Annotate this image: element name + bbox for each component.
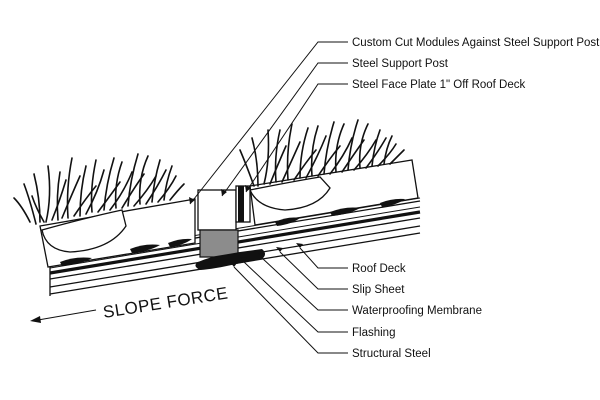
label-flashing: Flashing bbox=[352, 327, 395, 339]
grass-left bbox=[13, 153, 185, 225]
label-roof-deck: Roof Deck bbox=[352, 263, 406, 275]
module-tray-left bbox=[39, 198, 196, 268]
slope-force-arrow bbox=[30, 309, 97, 323]
soil-bowl-left bbox=[41, 209, 127, 253]
flashing-blob bbox=[195, 249, 265, 270]
label-custom-cut-modules: Custom Cut Modules Against Steel Support… bbox=[352, 37, 600, 49]
grass-right bbox=[239, 119, 405, 187]
label-waterproofing-membrane: Waterproofing Membrane bbox=[352, 305, 482, 317]
leader-lines-bottom bbox=[230, 243, 348, 354]
label-slope-force: SLOPE FORCE bbox=[102, 283, 230, 322]
label-steel-face-plate: Steel Face Plate 1" Off Roof Deck bbox=[352, 79, 526, 91]
module-tray-right bbox=[249, 159, 419, 226]
leader-lines-top bbox=[189, 41, 348, 205]
label-structural-steel: Structural Steel bbox=[352, 348, 431, 360]
label-slip-sheet: Slip Sheet bbox=[352, 284, 405, 296]
soil-bowl-right bbox=[249, 176, 331, 211]
steel-support-post bbox=[197, 185, 251, 258]
label-steel-support-post: Steel Support Post bbox=[352, 58, 449, 70]
